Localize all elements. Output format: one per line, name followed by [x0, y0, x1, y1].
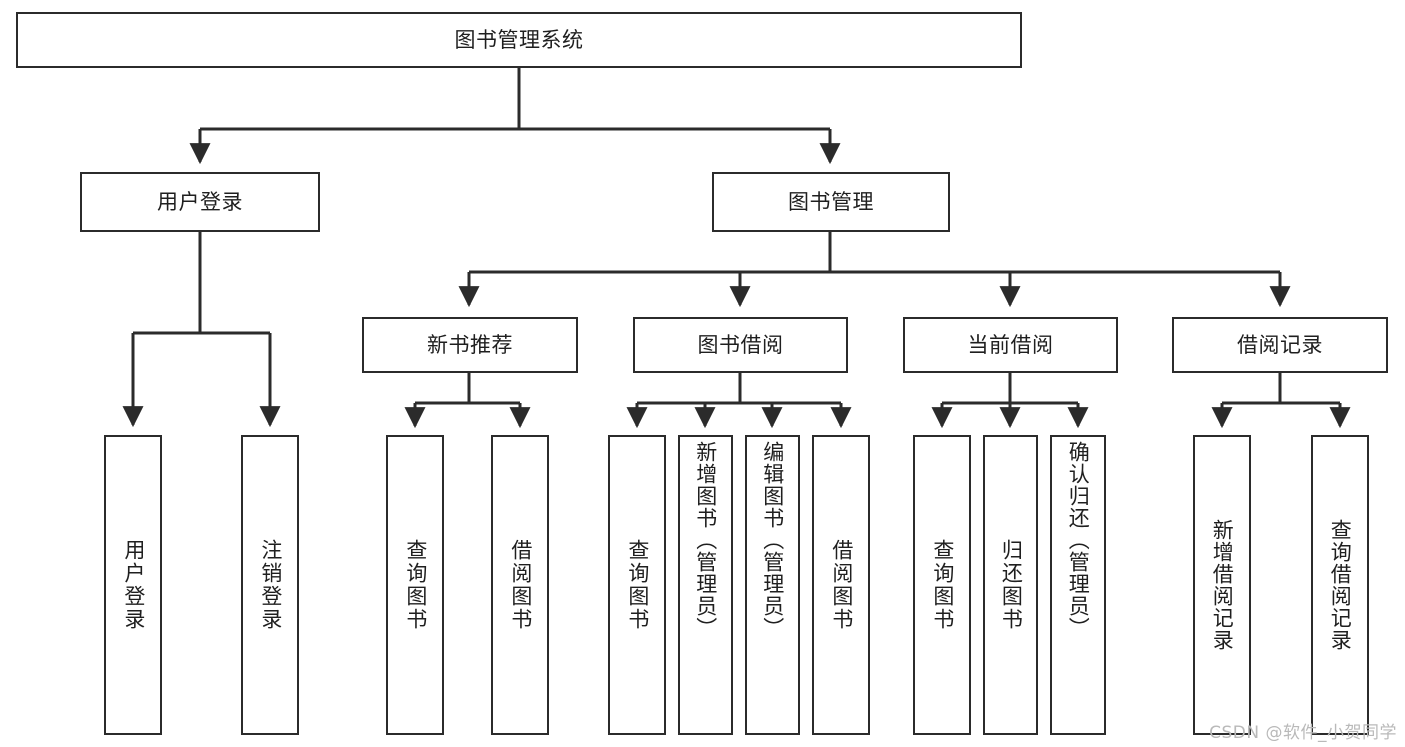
leaf-edit-book[interactable]: 编辑图书（管理员）: [745, 435, 800, 735]
leaf-query-book-2-label: 查询图书: [625, 539, 650, 631]
watermark-text: CSDN @软件_小贺同学: [1209, 723, 1397, 743]
node-current-borrow[interactable]: 当前借阅: [903, 317, 1118, 373]
leaf-borrow-book-1-label: 借阅图书: [508, 539, 533, 631]
node-borrow-record[interactable]: 借阅记录: [1172, 317, 1388, 373]
leaf-return-book[interactable]: 归还图书: [983, 435, 1038, 735]
leaf-query-record-label: 查询借阅记录: [1328, 519, 1353, 651]
node-borrow-record-label: 借阅记录: [1237, 332, 1323, 357]
node-new-book-rec-label: 新书推荐: [427, 332, 513, 357]
leaf-edit-book-label: 编辑图书（管理员）: [760, 441, 785, 639]
leaf-confirm-return-label: 确认归还（管理员）: [1066, 441, 1091, 639]
leaf-query-book-2[interactable]: 查询图书: [608, 435, 666, 735]
leaf-query-book-1[interactable]: 查询图书: [386, 435, 444, 735]
leaf-return-book-label: 归还图书: [999, 539, 1024, 631]
leaf-query-book-3[interactable]: 查询图书: [913, 435, 971, 735]
leaf-user-login-label: 用户登录: [121, 539, 146, 631]
node-user-login-label: 用户登录: [157, 189, 243, 214]
leaf-borrow-book-2[interactable]: 借阅图书: [812, 435, 870, 735]
leaf-borrow-book-2-label: 借阅图书: [829, 539, 854, 631]
node-root-label: 图书管理系统: [454, 27, 584, 52]
node-book-borrow-label: 图书借阅: [697, 332, 784, 357]
node-book-manage[interactable]: 图书管理: [712, 172, 950, 232]
node-new-book-rec[interactable]: 新书推荐: [362, 317, 578, 373]
leaf-confirm-return[interactable]: 确认归还（管理员）: [1050, 435, 1106, 735]
leaf-add-record-label: 新增借阅记录: [1210, 519, 1235, 651]
leaf-add-book[interactable]: 新增图书（管理员）: [678, 435, 733, 735]
node-current-borrow-label: 当前借阅: [967, 332, 1054, 357]
leaf-borrow-book-1[interactable]: 借阅图书: [491, 435, 549, 735]
node-root[interactable]: 图书管理系统: [16, 12, 1022, 68]
leaf-add-book-label: 新增图书（管理员）: [693, 441, 718, 639]
node-book-borrow[interactable]: 图书借阅: [633, 317, 848, 373]
leaf-query-book-1-label: 查询图书: [403, 539, 428, 631]
leaf-query-book-3-label: 查询图书: [930, 539, 955, 631]
leaf-query-record[interactable]: 查询借阅记录: [1311, 435, 1369, 735]
node-user-login[interactable]: 用户登录: [80, 172, 320, 232]
leaf-logout-login[interactable]: 注销登录: [241, 435, 299, 735]
node-book-manage-label: 图书管理: [788, 189, 874, 214]
leaf-logout-login-label: 注销登录: [258, 539, 283, 631]
leaf-add-record[interactable]: 新增借阅记录: [1193, 435, 1251, 735]
leaf-user-login[interactable]: 用户登录: [104, 435, 162, 735]
